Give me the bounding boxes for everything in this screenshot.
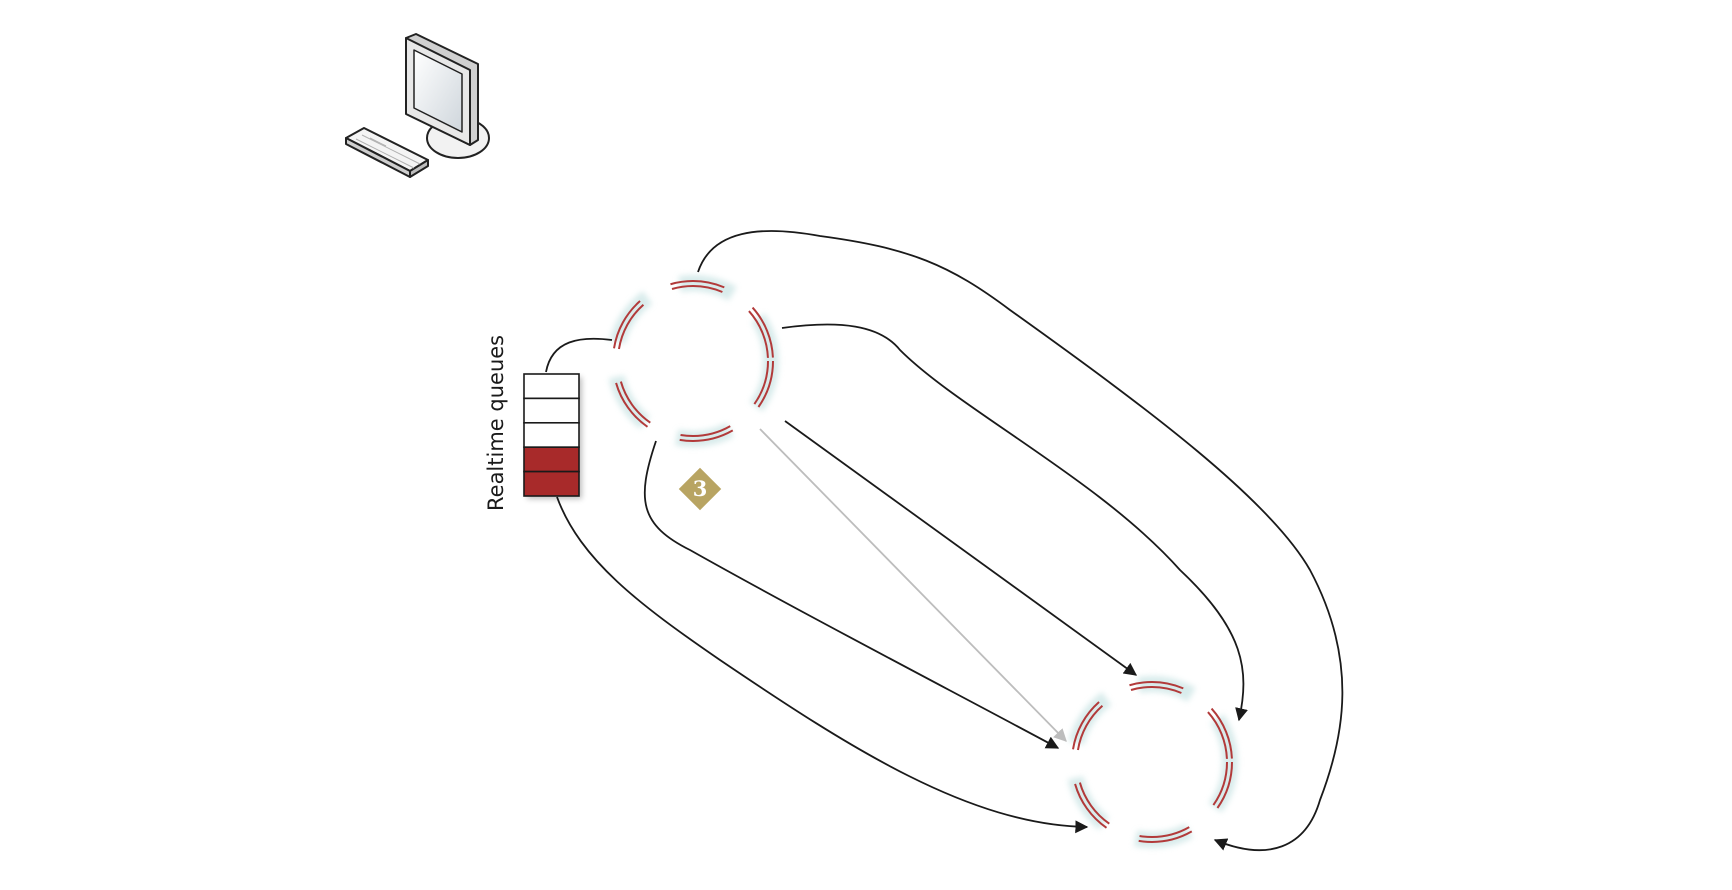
queue-slot-empty [523, 397, 580, 424]
queue-slot-filled [523, 446, 580, 473]
flow-arrow-direct [784, 420, 1138, 676]
queue-label: Realtime queues [484, 335, 508, 511]
flow-arrow-queue-in [545, 337, 613, 373]
step-badge: 3 [678, 467, 722, 511]
queue-slot-filled [523, 470, 580, 497]
queue-slot-empty [523, 421, 580, 448]
desktop-computer-icon [345, 33, 490, 178]
flow-arrow-right [781, 323, 1248, 722]
queue-node-a [607, 275, 779, 447]
realtime-queue-stack [523, 373, 582, 499]
flow-arrow-queue-out [556, 496, 1089, 834]
flow-arrow-highlight [759, 428, 1067, 742]
queue-node-b [1066, 676, 1238, 848]
queue-slot-empty [523, 373, 580, 400]
flow-arrow-outer-loop [697, 230, 1344, 852]
step-number: 3 [693, 476, 708, 501]
flow-arrow-lower [643, 440, 1060, 749]
